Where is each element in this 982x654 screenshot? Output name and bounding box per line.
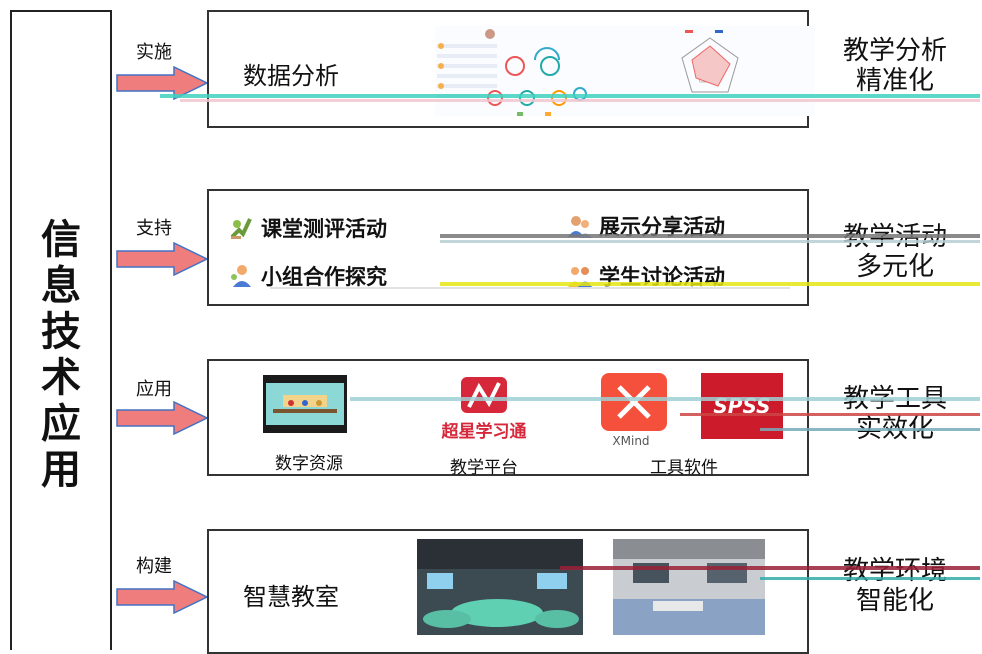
pillar-char: 应 — [41, 401, 81, 447]
pillar-char: 信 — [41, 217, 81, 263]
glitch-line — [270, 287, 790, 289]
digital-resource-caption: 数字资源 — [275, 454, 343, 474]
tools-box: 数字资源 超星学习通 教学平台 XMind SPSS 工具软件 — [207, 359, 809, 478]
data-analysis-title: 数据分析 — [243, 62, 339, 90]
arrow-label-apply: 应用 — [136, 379, 172, 400]
arrow-label-support: 支持 — [136, 218, 172, 239]
activity-label: 小组合作探究 — [261, 265, 387, 289]
outcome-line: 教学分析 — [842, 36, 947, 66]
pencil-plant-icon — [229, 215, 255, 241]
outcome-teaching-environment: 教学环境 智能化 — [810, 556, 980, 616]
info-tech-pillar: 信 息 技 术 应 用 — [10, 10, 112, 650]
pillar-char: 用 — [41, 447, 81, 493]
right-arrow-icon — [116, 401, 208, 435]
right-arrow-icon — [116, 242, 208, 276]
outcome-teaching-analysis: 教学分析 精准化 — [810, 36, 980, 96]
outcome-line: 精准化 — [855, 66, 934, 96]
tools-software-caption: 工具软件 — [650, 458, 718, 478]
pillar-char: 息 — [41, 263, 81, 309]
activity-label: 课堂测评活动 — [261, 217, 387, 241]
platform-caption: 教学平台 — [450, 458, 518, 478]
data-analysis-box: 数据分析 — [207, 10, 815, 128]
glitch-line — [560, 566, 980, 570]
glitch-line — [440, 240, 980, 243]
pillar-char: 术 — [41, 355, 81, 401]
activity-quiz: 课堂测评活动 — [229, 213, 387, 243]
glitch-line — [180, 99, 980, 102]
glitch-line — [160, 94, 980, 98]
arrow-label-implement: 实施 — [136, 42, 172, 63]
glitch-line — [440, 234, 980, 238]
arrow-label-build: 构建 — [136, 556, 172, 577]
classroom-photo-1 — [417, 539, 583, 635]
xmind-logo: XMind — [595, 371, 673, 449]
pillar-char: 技 — [41, 309, 81, 355]
classroom-photo-2 — [613, 539, 765, 635]
smart-classroom-box: 智慧教室 — [207, 529, 809, 654]
pillar-title: 信 息 技 术 应 用 — [12, 217, 110, 493]
activities-box: 课堂测评活动 展示分享活动 小组合作探究 学生讨论活动 — [207, 189, 809, 306]
glitch-line — [760, 577, 980, 580]
digital-resource-thumbnail — [263, 375, 347, 433]
glitch-line — [680, 413, 980, 416]
svg-text:超星学习通: 超星学习通 — [442, 421, 527, 442]
outcome-line: 智能化 — [855, 586, 934, 616]
right-arrow-icon — [116, 580, 208, 614]
chaoxing-logo: 超星学习通 — [431, 373, 537, 443]
outcome-teaching-activities: 教学活动 多元化 — [810, 222, 980, 282]
glitch-line — [760, 428, 980, 431]
outcome-line: 多元化 — [855, 252, 934, 282]
glitch-line — [350, 397, 980, 401]
dashboard-thumbnail — [435, 26, 815, 116]
smart-classroom-title: 智慧教室 — [243, 583, 339, 611]
outcome-line: 教学环境 — [842, 556, 947, 586]
activity-group: 小组合作探究 — [229, 261, 387, 291]
svg-text:XMind: XMind — [612, 434, 649, 448]
glitch-line — [440, 282, 980, 286]
group-users-icon — [229, 263, 255, 289]
